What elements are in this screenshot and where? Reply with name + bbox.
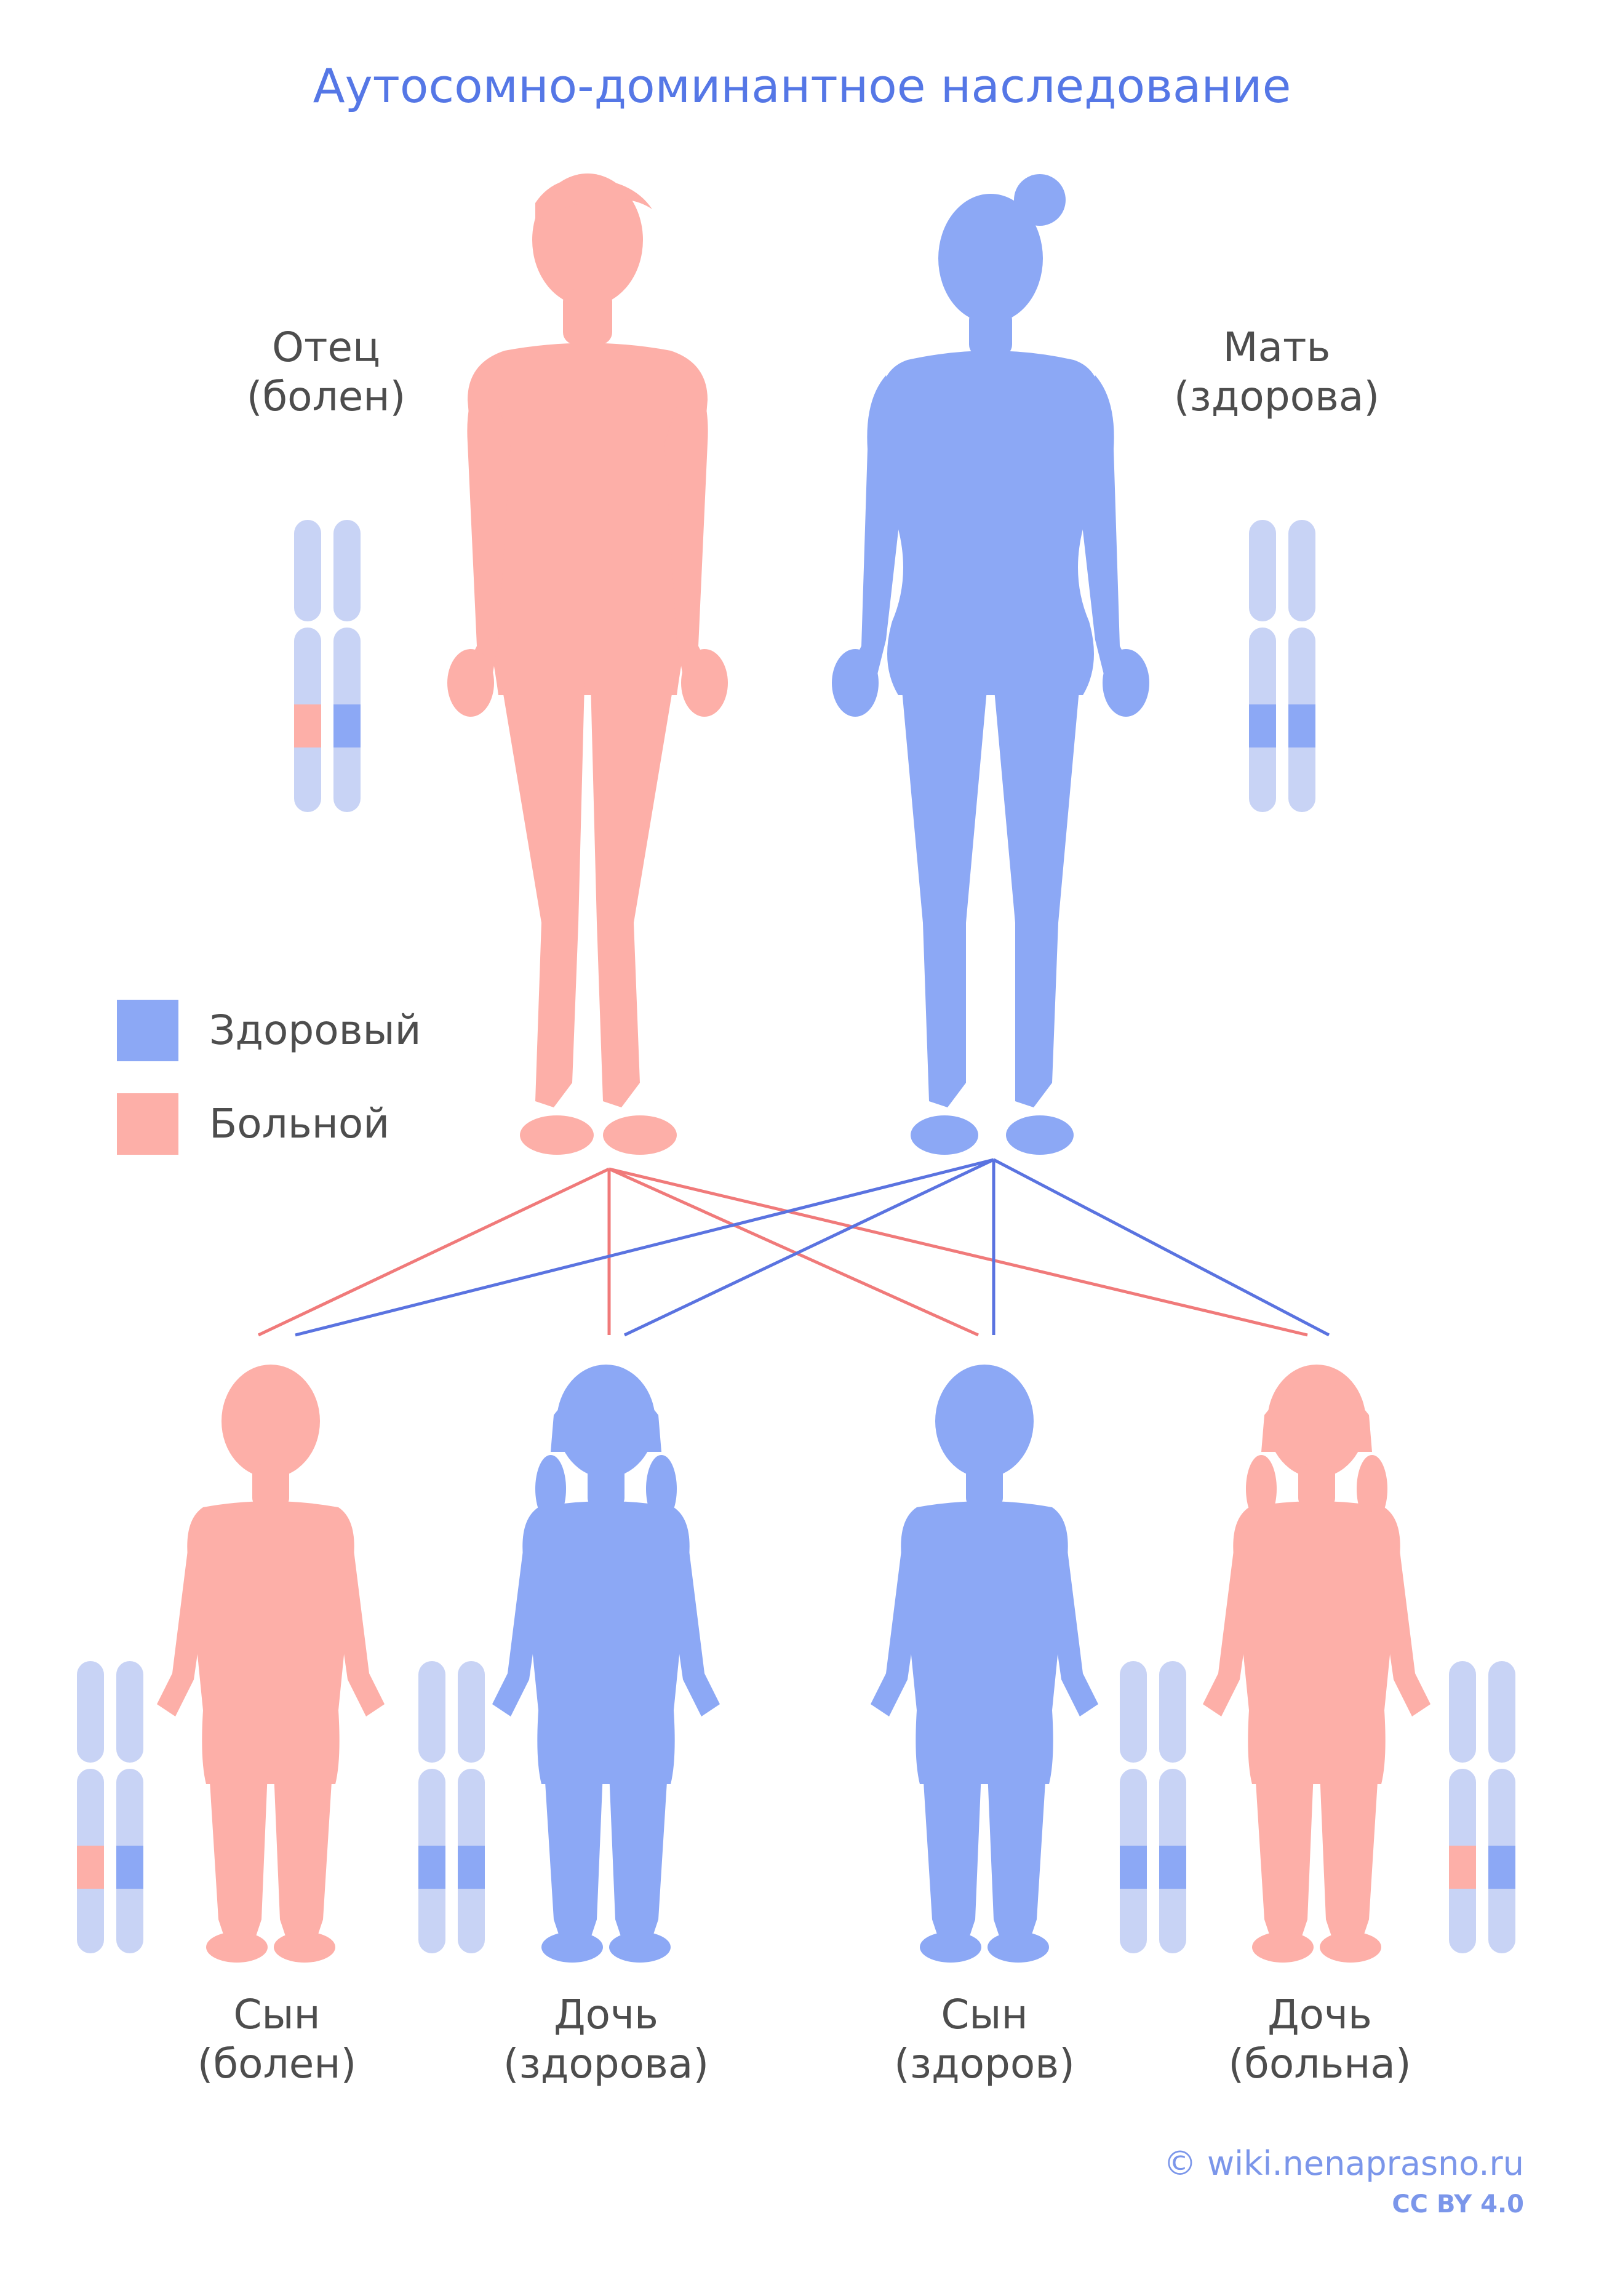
- children-silhouettes: [157, 1365, 1430, 1963]
- child-3-chromosomes: [1120, 1661, 1186, 1953]
- legend-healthy-label: Здоровый: [209, 1006, 421, 1054]
- mother-label: Мать (здорова): [1174, 323, 1379, 421]
- mother-line-4: [992, 1158, 1330, 1337]
- chromosome-upper-arm: [1449, 1661, 1476, 1763]
- chromosome-upper-arm: [418, 1661, 445, 1763]
- father-name: Отец: [272, 324, 380, 371]
- affected-allele-band: [77, 1846, 104, 1889]
- affected-allele-band: [1449, 1846, 1476, 1889]
- child-3-label: Сын (здоров): [894, 1990, 1075, 2089]
- child-4-chromosomes: [1449, 1661, 1515, 1953]
- child-2-chromosomes: [418, 1661, 485, 1953]
- father-chromosomes: [294, 520, 361, 812]
- healthy-allele-band: [1488, 1846, 1515, 1889]
- father-line-1: [257, 1167, 610, 1337]
- child-4-silhouette: [1203, 1365, 1430, 1963]
- father-line-3: [608, 1167, 980, 1337]
- child-4-name: Дочь: [1267, 1991, 1372, 2038]
- chromosome-upper-arm: [333, 520, 361, 621]
- father-silhouette: [447, 173, 728, 1155]
- diagram-title: Аутосомно-доминантное наследование: [313, 58, 1291, 113]
- chromosome-upper-arm: [1488, 1661, 1515, 1763]
- child-2-status: (здорова): [503, 2040, 709, 2087]
- healthy-allele-band: [333, 704, 361, 747]
- legend-affected-label: Больной: [209, 1100, 390, 1147]
- mother-name: Мать: [1223, 324, 1331, 371]
- child-3-silhouette: [871, 1365, 1098, 1963]
- healthy-allele-band: [1120, 1846, 1147, 1889]
- child-4-status: (больна): [1228, 2040, 1411, 2087]
- healthy-allele-band: [458, 1846, 485, 1889]
- child-2-label: Дочь (здорова): [503, 1990, 709, 2089]
- child-3-name: Сын: [941, 1991, 1028, 2038]
- legend-affected-swatch: [117, 1093, 178, 1155]
- father-line-4: [608, 1167, 1308, 1337]
- chromosome-upper-arm: [116, 1661, 143, 1763]
- child-1-silhouette: [157, 1365, 385, 1963]
- chromosome-upper-arm: [1120, 1661, 1147, 1763]
- chromosome-upper-arm: [1249, 520, 1276, 621]
- child-1-chromosomes: [77, 1661, 143, 1953]
- healthy-allele-band: [1159, 1846, 1186, 1889]
- healthy-allele-band: [418, 1846, 445, 1889]
- child-4-label: Дочь (больна): [1228, 1990, 1411, 2089]
- child-1-label: Сын (болен): [198, 1990, 357, 2089]
- mother-line-1: [295, 1158, 994, 1337]
- mother-status: (здорова): [1173, 373, 1380, 420]
- chromosome-upper-arm: [1288, 520, 1315, 621]
- child-1-status: (болен): [197, 2040, 357, 2087]
- chromosome-upper-arm: [1159, 1661, 1186, 1763]
- credit-license: CC BY 4.0: [1392, 2190, 1524, 2218]
- chromosome-upper-arm: [77, 1661, 104, 1763]
- inheritance-lines: [257, 1158, 1330, 1337]
- child-2-silhouette: [492, 1365, 720, 1963]
- affected-allele-band: [294, 704, 321, 747]
- healthy-allele-band: [1288, 704, 1315, 747]
- mother-chromosomes: [1249, 520, 1315, 812]
- chromosome-upper-arm: [294, 520, 321, 621]
- credit-site: © wiki.nenaprasno.ru: [1163, 2144, 1524, 2183]
- father-label: Отец (болен): [247, 323, 406, 421]
- healthy-allele-band: [1249, 704, 1276, 747]
- child-1-name: Сын: [233, 1991, 321, 2038]
- chromosome-pairs: [77, 520, 1515, 1953]
- mother-silhouette: [832, 174, 1149, 1155]
- child-2-name: Дочь: [554, 1991, 658, 2038]
- mother-line-2: [623, 1158, 995, 1337]
- healthy-allele-band: [116, 1846, 143, 1889]
- legend-healthy-swatch: [117, 1000, 178, 1061]
- child-3-status: (здоров): [894, 2040, 1075, 2087]
- chromosome-upper-arm: [458, 1661, 485, 1763]
- father-status: (болен): [246, 373, 406, 420]
